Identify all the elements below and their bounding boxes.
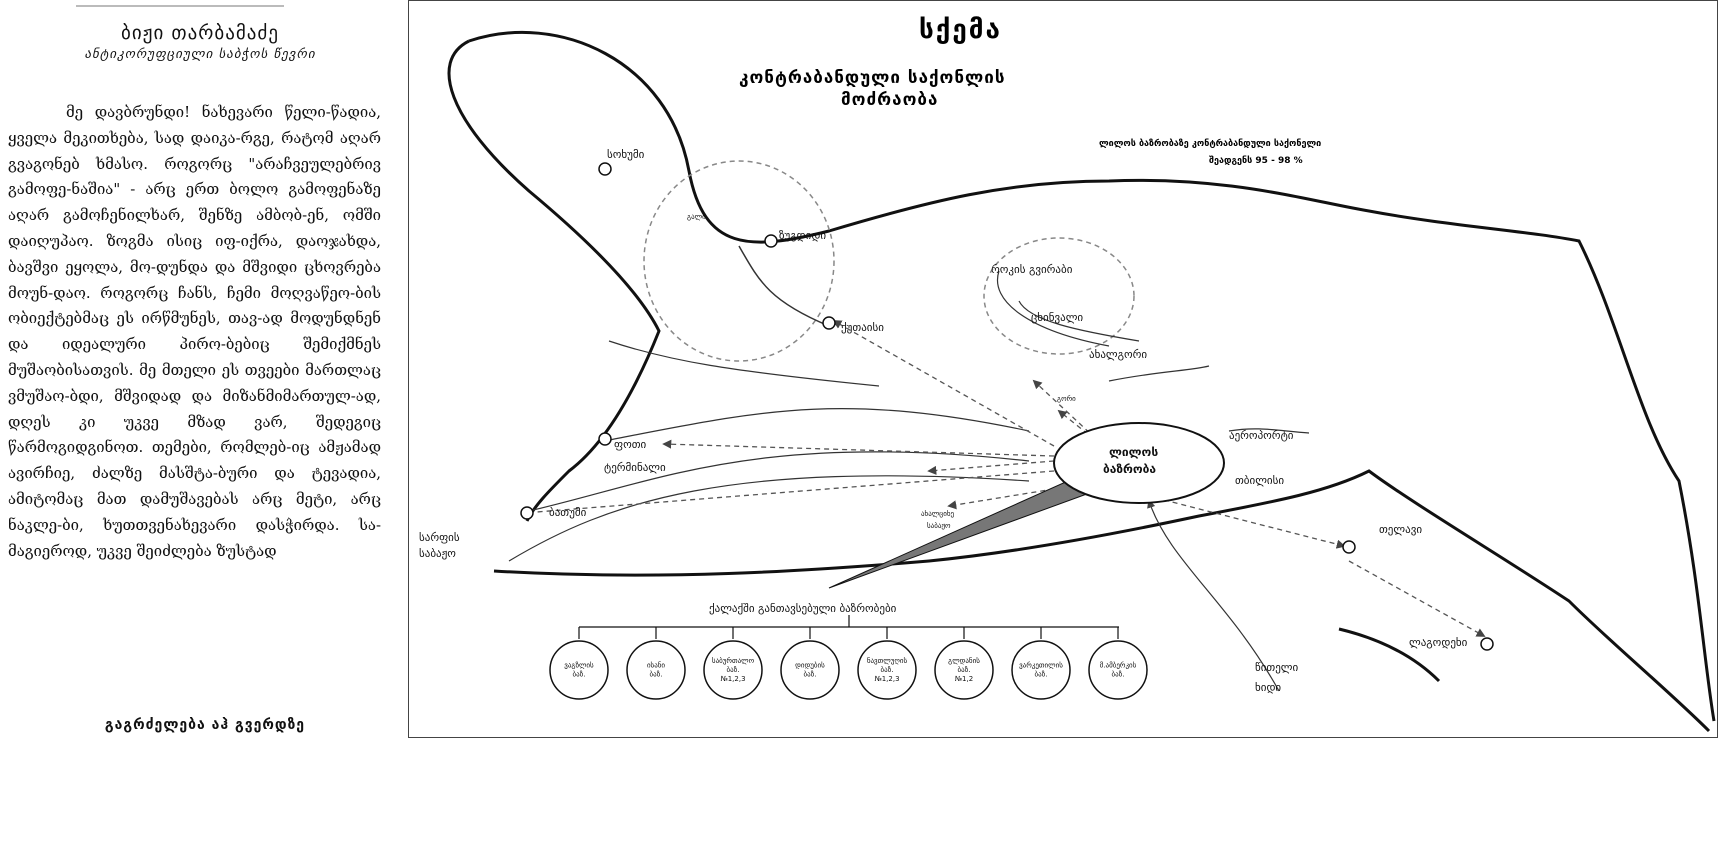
market-circle (934, 640, 994, 700)
label-sarpi-line2: საბაჟო (419, 547, 456, 560)
country-border (468, 31, 1716, 722)
southern-border-east (1338, 627, 1441, 683)
market-circle (1088, 640, 1148, 700)
distribution-wedge (828, 475, 1119, 589)
market-circle (780, 640, 840, 700)
market-label: გლდანის (948, 657, 980, 665)
kutaisi-marker (822, 316, 836, 330)
label-kutaisi: ქუთაისი (841, 321, 884, 334)
zugdidi-marker (764, 234, 778, 248)
south-ossetia-zone (983, 237, 1135, 355)
label-akhalgori: ახალგორი (1089, 348, 1147, 361)
author-name: ბიჟი თარბამაძე (121, 22, 279, 44)
market-label: ბაზ. (1112, 671, 1125, 679)
scheme-title: სქემა (919, 15, 1002, 45)
market-label: დიდუბის (795, 662, 825, 670)
scheme-note-line2: შეადგენს 95 - 98 % (1209, 156, 1303, 166)
market-circle (626, 640, 686, 700)
label-gali: გალი (687, 213, 706, 221)
label-akhaltsikhe-line1: ახალციხე (921, 510, 954, 518)
markets-caption: ქალაქში განთავსებული ბაზრობები (709, 602, 897, 615)
southern-border (493, 469, 1711, 733)
label-terminal: ტერმინალი (604, 461, 666, 474)
lilo-market-line1: ლილოს (1109, 445, 1158, 459)
market-circle (703, 640, 763, 700)
market-label: ნავთლუღის (867, 657, 908, 665)
label-zugdidi: ზუგდიდი (779, 229, 826, 242)
label-red-bridge-line2: ხიდი (1255, 681, 1281, 694)
lilo-market-line2: ბაზრობა (1103, 462, 1156, 476)
label-lagodekhi: ლაგოდეხი (1409, 636, 1468, 649)
lagodekhi-marker (1480, 637, 1494, 651)
market-label: ისანი (647, 662, 665, 670)
black-sea-coast (447, 39, 661, 522)
abkhazia-zone (643, 160, 835, 362)
label-gori: გორი (1057, 394, 1076, 403)
market-label: ვაგზლის (564, 662, 594, 670)
label-akhaltsikhe-line2: საბაჟო (927, 522, 951, 530)
markets-bracket (578, 615, 1119, 639)
market-label: მ.ამბერკის (1100, 661, 1137, 670)
market-label: ვარკეთილის (1019, 661, 1063, 670)
market-circle (1011, 640, 1071, 700)
market-label: საბურთალო (712, 656, 755, 665)
label-roki: როკის გვირაბი (991, 263, 1073, 276)
label-poti: ფოთი (614, 438, 647, 451)
label-tskhinvali: ცხინვალი (1031, 311, 1083, 324)
top-divider (76, 5, 284, 7)
market-label: ბაზ. (573, 671, 586, 679)
market-label: ბაზ. (881, 666, 894, 674)
market-label: ბაზ. (1035, 671, 1048, 679)
market-label: ბაზ. (958, 666, 971, 674)
scheme-map: ლილოს ბაზრობა სქემა კონტრაბანდული საქონლ… (419, 15, 1716, 733)
market-label: ბაზ. (804, 671, 817, 679)
poti-marker (598, 432, 612, 446)
markets-row: ვაგზლისბაზ.ისანიბაზ.საბურთალობაზ.№1,2,3დ… (549, 640, 1148, 700)
scheme-subtitle-line2: მოძრაობა (841, 90, 938, 110)
sokhumi-marker (598, 162, 612, 176)
market-circle (857, 640, 917, 700)
scheme-subtitle-line1: კონტრაბანდული საქონლის (739, 68, 1006, 88)
market-circle (549, 640, 609, 700)
market-label: ბაზ. (650, 671, 663, 679)
market-label: №1,2,3 (720, 675, 745, 683)
continued-note: გაგრძელება აჰ გვერდზე (104, 717, 306, 733)
article-column: ბიჟი თარბამაძე ანტიკორუფციული საბჭოს წევ… (0, 0, 405, 846)
author-position: ანტიკორუფციული საბჭოს წევრი (84, 47, 316, 62)
market-label: №1,2,3 (874, 675, 899, 683)
article-body: მე დავბრუნდი! ნახევარი წელი-წადია, ყველა… (8, 103, 381, 560)
label-tbilisi: თბილისი (1235, 474, 1284, 487)
label-sokhumi: სოხუმი (607, 148, 645, 161)
lilo-market-ellipse (1053, 422, 1225, 504)
telavi-marker (1342, 540, 1356, 554)
label-telavi: თელავი (1379, 523, 1422, 536)
label-airport: აეროპორტი (1229, 429, 1294, 442)
smuggling-scheme: ლილოს ბაზრობა სქემა კონტრაბანდული საქონლ… (408, 0, 1718, 738)
label-batumi: ბათუმი (549, 506, 587, 519)
scheme-note-line1: ლილოს ბაზრობაზე კონტრაბანდული საქონელი (1099, 138, 1321, 149)
market-label: №1,2 (955, 675, 973, 683)
label-sarpi-line1: სარფის (419, 531, 460, 544)
market-label: ბაზ. (727, 666, 740, 674)
batumi-marker (520, 506, 534, 520)
label-red-bridge-line1: წითელი (1255, 661, 1298, 674)
